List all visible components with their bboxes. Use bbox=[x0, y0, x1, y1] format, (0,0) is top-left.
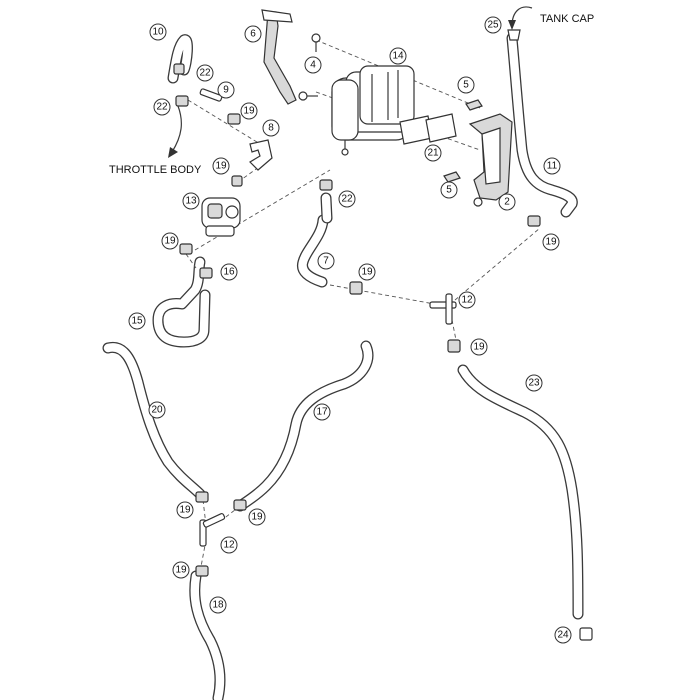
callout-15: 15 bbox=[128, 312, 146, 330]
nuts-5 bbox=[443, 99, 483, 183]
callout-13: 13 bbox=[182, 192, 200, 210]
svg-text:14: 14 bbox=[392, 51, 404, 62]
hose-11 bbox=[506, 32, 578, 218]
svg-text:19: 19 bbox=[243, 106, 255, 117]
hose-23 bbox=[457, 364, 584, 620]
hose-10 bbox=[167, 34, 193, 84]
callout-19: 19 bbox=[212, 157, 230, 175]
arrow-throttle-body bbox=[168, 105, 182, 158]
t-piece-12-lower bbox=[199, 513, 226, 547]
svg-text:18: 18 bbox=[212, 600, 224, 611]
callout-2: 2 bbox=[498, 193, 516, 211]
hose-7 bbox=[297, 214, 329, 288]
callout-8: 8 bbox=[262, 119, 280, 137]
svg-text:5: 5 bbox=[446, 185, 452, 196]
callout-5: 5 bbox=[457, 76, 475, 94]
t-piece-12-upper bbox=[429, 293, 457, 325]
callout-19: 19 bbox=[161, 232, 179, 250]
hose-18 bbox=[189, 570, 226, 700]
callout-25: 25 bbox=[484, 16, 502, 34]
svg-text:19: 19 bbox=[473, 342, 485, 353]
callout-5: 5 bbox=[440, 181, 458, 199]
callout-18: 18 bbox=[209, 596, 227, 614]
screws-4 bbox=[298, 33, 321, 101]
pads-21 bbox=[399, 113, 457, 145]
hose-short-22 bbox=[320, 192, 333, 224]
svg-text:11: 11 bbox=[547, 161, 558, 172]
svg-text:16: 16 bbox=[223, 267, 235, 278]
callout-6: 6 bbox=[244, 25, 262, 43]
svg-text:19: 19 bbox=[179, 505, 191, 516]
svg-text:19: 19 bbox=[251, 512, 263, 523]
strap-6 bbox=[261, 9, 297, 105]
svg-text:25: 25 bbox=[487, 20, 499, 31]
callout-21: 21 bbox=[424, 144, 442, 162]
svg-text:19: 19 bbox=[361, 267, 373, 278]
elbow-8 bbox=[249, 139, 273, 171]
callout-7: 7 bbox=[317, 252, 335, 270]
svg-text:22: 22 bbox=[199, 68, 211, 79]
callout-19: 19 bbox=[358, 263, 376, 281]
plug-24 bbox=[579, 627, 593, 641]
svg-text:21: 21 bbox=[427, 148, 439, 159]
hose-20 bbox=[102, 341, 206, 500]
svg-text:12: 12 bbox=[461, 295, 473, 306]
svg-text:6: 6 bbox=[250, 29, 256, 40]
svg-text:19: 19 bbox=[175, 565, 187, 576]
callout-23: 23 bbox=[525, 374, 543, 392]
callout-22: 22 bbox=[196, 64, 214, 82]
callout-12: 12 bbox=[458, 291, 476, 309]
tank-cap-label: TANK CAP bbox=[540, 13, 594, 25]
svg-text:23: 23 bbox=[528, 378, 540, 389]
svg-text:22: 22 bbox=[156, 102, 168, 113]
svg-text:10: 10 bbox=[152, 27, 164, 38]
callout-14: 14 bbox=[389, 47, 407, 65]
clamps bbox=[173, 63, 541, 577]
callout-19: 19 bbox=[470, 338, 488, 356]
bracket-2 bbox=[468, 113, 513, 207]
svg-text:22: 22 bbox=[341, 194, 353, 205]
svg-text:19: 19 bbox=[215, 161, 227, 172]
callout-19: 19 bbox=[542, 233, 560, 251]
callout-10: 10 bbox=[149, 23, 167, 41]
arrow-tank-cap bbox=[508, 6, 533, 30]
hose-17 bbox=[234, 340, 374, 512]
svg-text:4: 4 bbox=[310, 60, 316, 71]
svg-text:13: 13 bbox=[185, 196, 197, 207]
callout-24: 24 bbox=[554, 626, 572, 644]
callout-22: 22 bbox=[338, 190, 356, 208]
callout-20: 20 bbox=[148, 401, 166, 419]
callout-17: 17 bbox=[313, 403, 331, 421]
svg-text:19: 19 bbox=[164, 236, 176, 247]
svg-text:24: 24 bbox=[557, 630, 569, 641]
svg-text:9: 9 bbox=[223, 85, 229, 96]
callout-19: 19 bbox=[172, 561, 190, 579]
throttle-body-label: THROTTLE BODY bbox=[109, 164, 202, 176]
callout-22: 22 bbox=[153, 98, 171, 116]
callout-12: 12 bbox=[220, 536, 238, 554]
fitting-9 bbox=[199, 88, 223, 102]
callout-19: 19 bbox=[176, 501, 194, 519]
valve-13 bbox=[201, 197, 241, 237]
hose-15 bbox=[152, 256, 211, 348]
callout-11: 11 bbox=[543, 157, 561, 175]
callout-16: 16 bbox=[220, 263, 238, 281]
svg-text:8: 8 bbox=[268, 123, 274, 134]
svg-text:15: 15 bbox=[131, 316, 143, 327]
svg-text:19: 19 bbox=[545, 237, 557, 248]
svg-text:2: 2 bbox=[504, 197, 510, 208]
svg-text:17: 17 bbox=[316, 407, 328, 418]
svg-text:7: 7 bbox=[323, 256, 329, 267]
callout-9: 9 bbox=[217, 81, 235, 99]
svg-text:20: 20 bbox=[151, 405, 163, 416]
callout-19: 19 bbox=[248, 508, 266, 526]
svg-text:12: 12 bbox=[223, 540, 235, 551]
callout-4: 4 bbox=[304, 56, 322, 74]
cap-fitting-25 bbox=[507, 29, 521, 41]
canister-14 bbox=[331, 65, 415, 156]
callout-19: 19 bbox=[240, 102, 258, 120]
svg-text:5: 5 bbox=[463, 80, 469, 91]
